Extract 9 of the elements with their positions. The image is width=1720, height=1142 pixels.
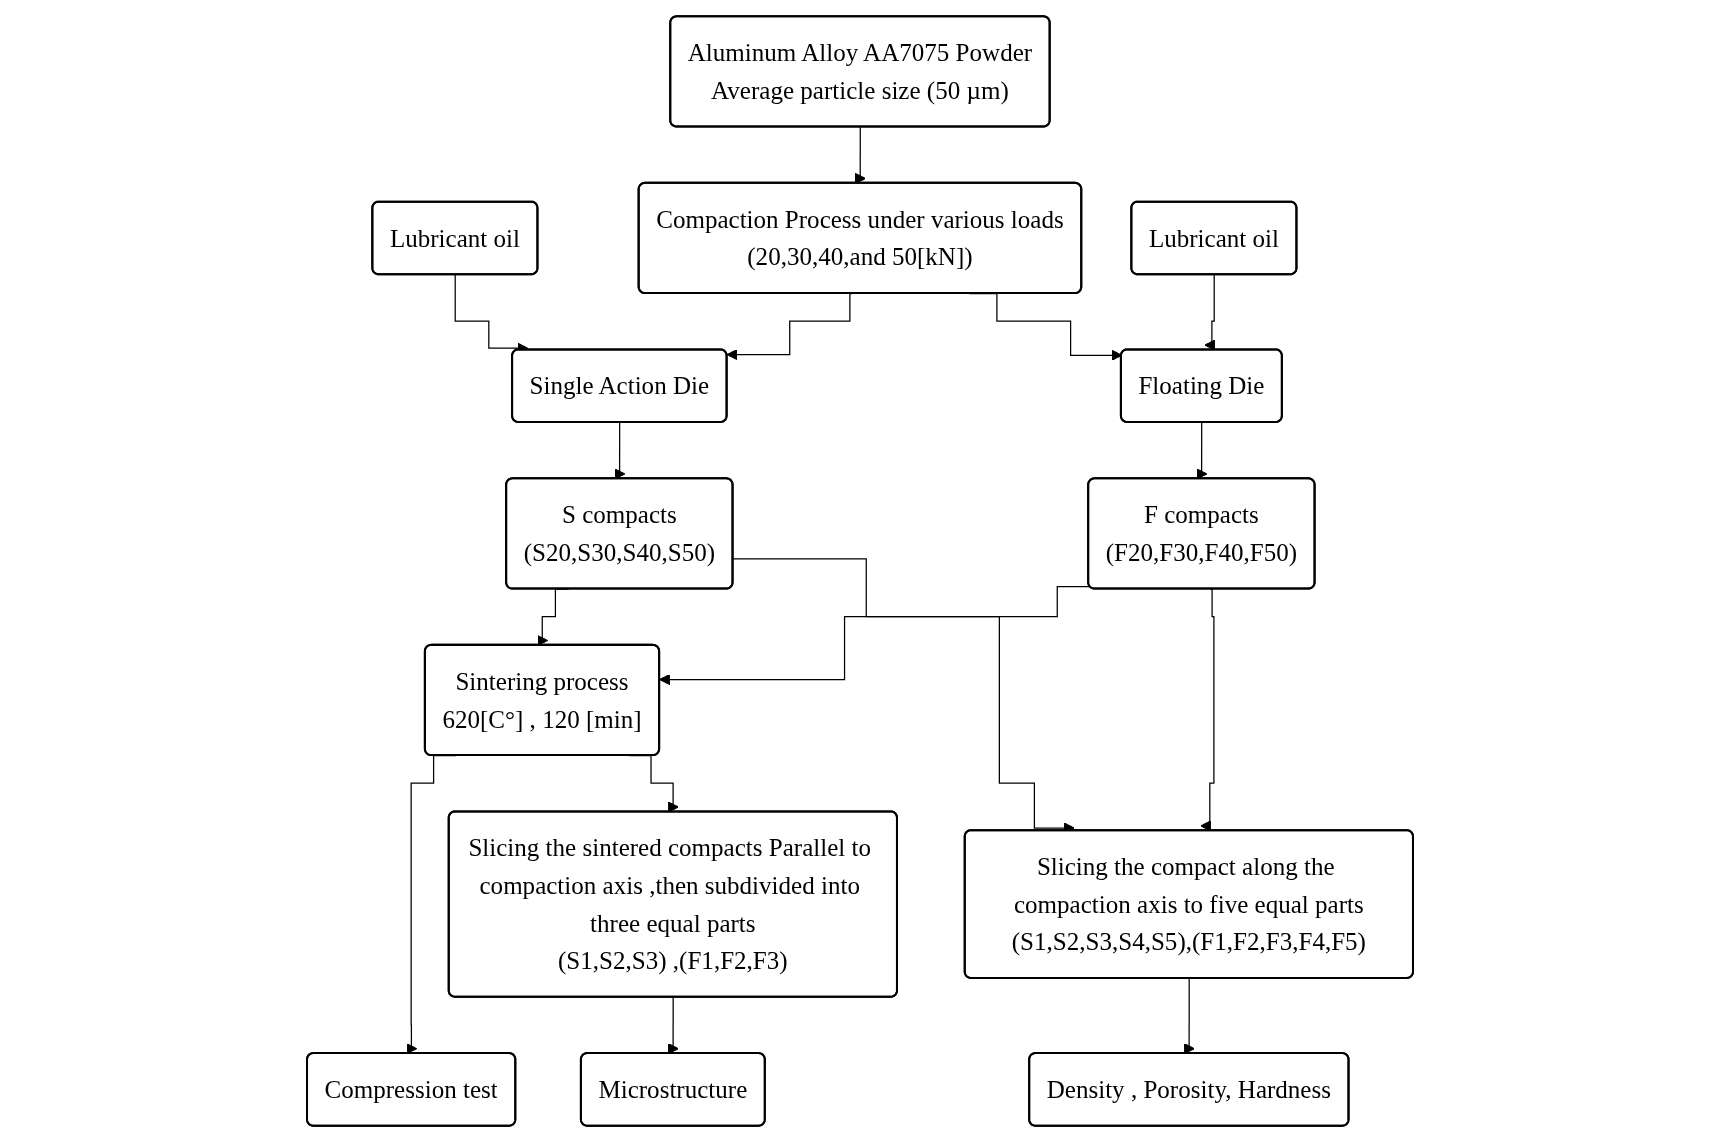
arrow [1200, 588, 1215, 832]
arrow [854, 126, 866, 184]
arrow [614, 422, 626, 480]
arrow [1183, 977, 1195, 1055]
arrow [1204, 274, 1216, 351]
arrow [667, 996, 679, 1055]
arrow [726, 293, 853, 361]
arrow [659, 586, 1091, 685]
arrow [1196, 422, 1208, 480]
